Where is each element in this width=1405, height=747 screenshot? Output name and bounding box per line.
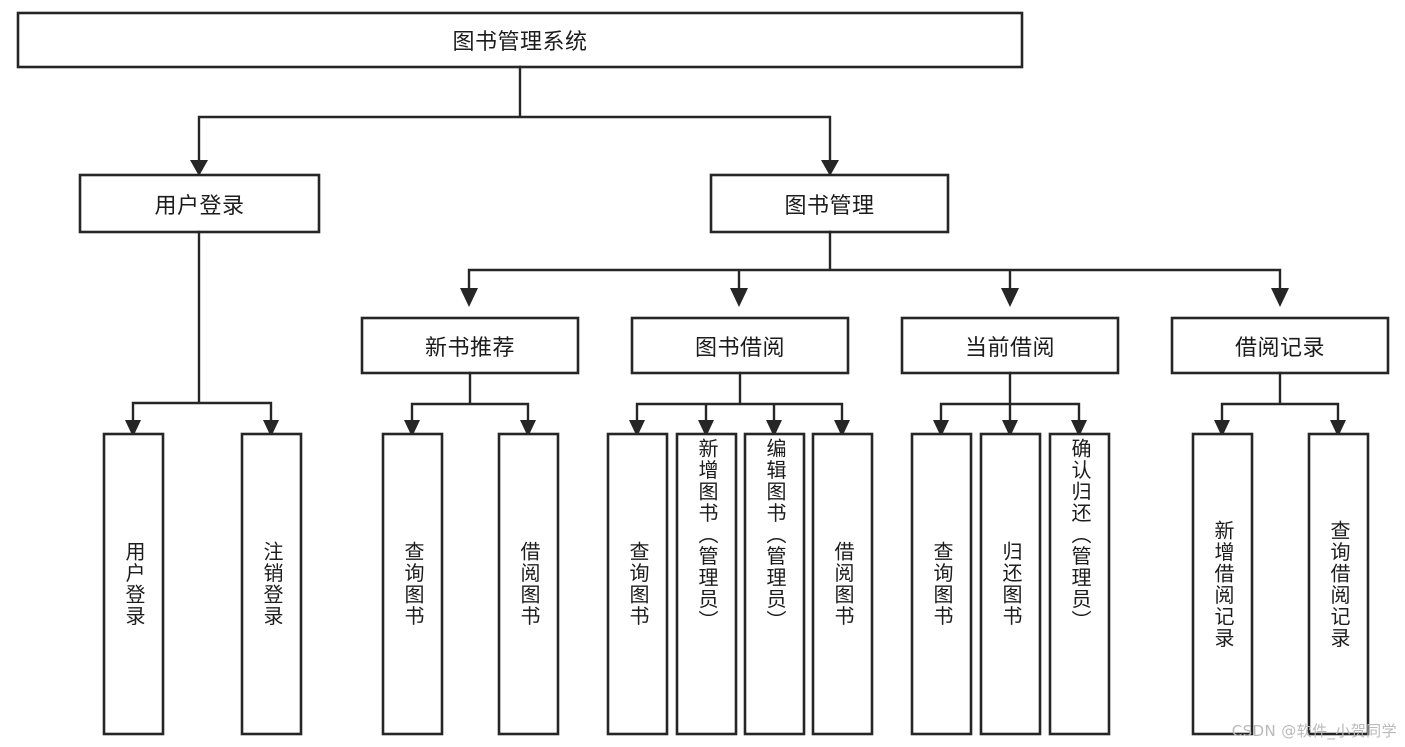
node-leaf-box-cb-2[interactable] [979,432,1042,736]
connector-root-bus [197,65,832,162]
node-leaf-box-user-login-2[interactable] [240,432,303,736]
arrowhead-to-user-login [190,160,208,176]
node-leaf-box-bb-2[interactable] [675,432,738,736]
arrowhead-bb-leaf-4 [834,420,850,437]
node-leaf-box-br-2[interactable] [1307,432,1370,736]
arrowhead-to-book-manage [821,160,839,176]
arrowhead-user-login-leaf-1 [125,420,141,437]
node-root-box[interactable] [16,11,1024,69]
node-book-borrow-box[interactable] [630,316,850,375]
arrowhead-nbr-leaf-2 [520,420,536,437]
node-leaf-box-bb-1[interactable] [606,432,669,736]
arrowhead-bb-leaf-2 [698,420,714,437]
node-leaf-box-cb-3[interactable] [1048,432,1111,736]
node-current-borrow-box[interactable] [900,316,1120,375]
connector-book-manage-bus [467,230,1282,292]
arrowhead-to-borrow-records [1271,288,1289,307]
arrowhead-to-book-borrow [730,288,748,307]
node-leaf-box-bb-4[interactable] [811,432,874,736]
arrowhead-bb-leaf-3 [766,420,782,437]
connector-user-login-bus [131,230,273,427]
connector-book-borrow-bus [635,371,844,427]
node-leaf-box-cb-1[interactable] [910,432,973,736]
node-leaf-box-bb-3[interactable] [743,432,806,736]
node-leaf-box-user-login-1[interactable] [102,432,165,736]
arrowhead-cb-leaf-1 [933,420,949,437]
node-leaf-box-nbr-1[interactable] [381,432,444,736]
arrowhead-nbr-leaf-1 [404,420,420,437]
connector-borrow-records-bus [1220,371,1340,427]
arrowhead-br-leaf-2 [1330,420,1346,437]
node-new-book-recommend-box[interactable] [360,316,580,375]
arrowhead-user-login-leaf-2 [263,420,279,437]
arrowhead-br-leaf-1 [1214,420,1230,437]
arrowhead-bb-leaf-1 [629,420,645,437]
watermark-text: CSDN @软件_小贺同学 [1231,722,1397,740]
node-leaf-box-nbr-2[interactable] [497,432,560,736]
arrowhead-cb-leaf-2 [1002,420,1018,437]
node-user-login-box[interactable] [78,173,321,234]
connector-current-borrow-bus [939,371,1081,427]
node-leaf-box-br-1[interactable] [1191,432,1254,736]
node-book-manage-box[interactable] [709,173,950,234]
arrowhead-to-current-borrow [1001,288,1019,307]
connector-new-book-recommend-bus [410,371,530,427]
node-borrow-records-box[interactable] [1170,316,1390,375]
arrowhead-to-new-book-recommend [460,288,478,307]
arrowhead-cb-leaf-3 [1071,420,1087,437]
